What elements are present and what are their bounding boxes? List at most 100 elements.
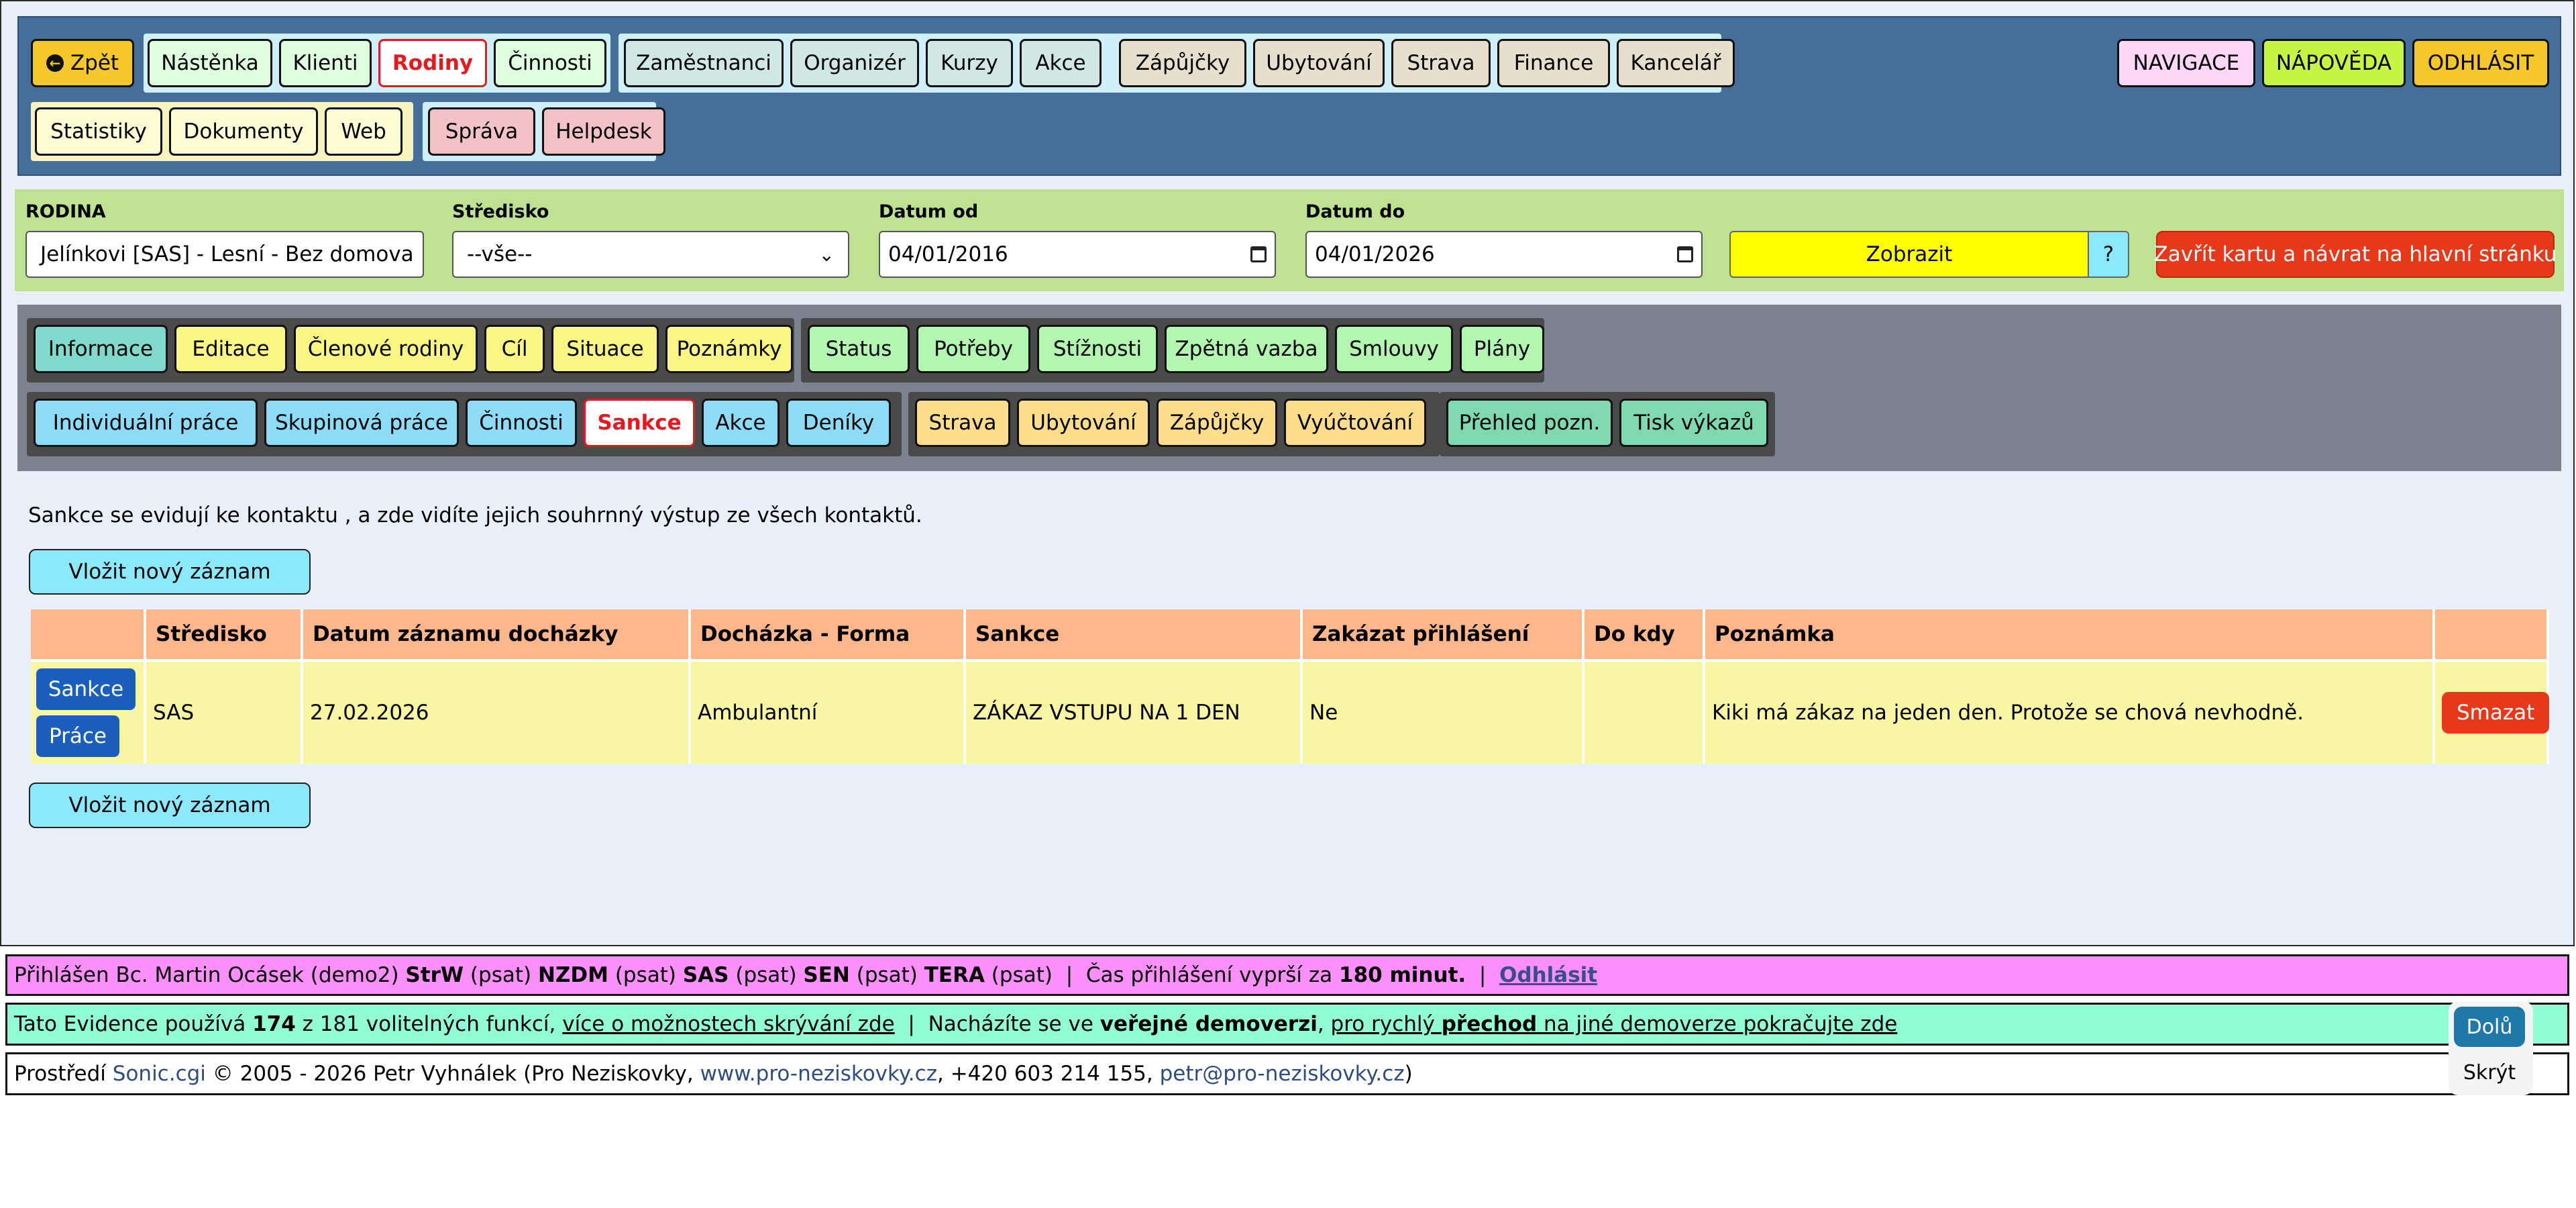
subtab-cinnosti[interactable]: Činnosti	[466, 399, 577, 447]
calendar-icon	[1250, 246, 1267, 262]
demo-bold: veřejné demoverzi	[1099, 1012, 1318, 1036]
subtab-vyuctovani[interactable]: Vyúčtování	[1284, 399, 1426, 447]
cell-do-kdy	[1583, 659, 1705, 764]
sonic-link[interactable]: Sonic.cgi	[112, 1062, 206, 1086]
other-demos-link[interactable]: pro rychlý přechod na jiné demoverze pok…	[1331, 1012, 1898, 1036]
datum-od-field[interactable]: 04/01/2016	[879, 231, 1276, 278]
add-record-button-top[interactable]: Vložit nový záznam	[29, 549, 311, 595]
back-button[interactable]: ← Zpět	[31, 39, 134, 87]
nav-strava[interactable]: Strava	[1391, 39, 1491, 87]
side-controls: Dolů Skrýt	[2449, 1001, 2533, 1095]
logout-button[interactable]: ODHLÁSIT	[2412, 39, 2549, 87]
hiding-options-link[interactable]: více o možnostech skrývání zde	[562, 1012, 895, 1036]
row-prace-button[interactable]: Práce	[36, 715, 119, 757]
nav-rodiny[interactable]: Rodiny	[378, 39, 487, 87]
stredisko-label: Středisko	[452, 201, 549, 222]
role-code: SAS	[682, 963, 729, 987]
delete-button[interactable]: Smazat	[2442, 692, 2550, 734]
nav-akce[interactable]: Akce	[1020, 39, 1102, 87]
subtab-smlouvy[interactable]: Smlouvy	[1335, 325, 1453, 373]
footer-logout-link[interactable]: Odhlásit	[1499, 963, 1598, 987]
subtab-clenove-rodiny[interactable]: Členové rodiny	[294, 325, 478, 373]
col-stredisko: Středisko	[145, 609, 303, 660]
col-datum: Datum záznamu docházky	[302, 609, 691, 660]
nav-klienti[interactable]: Klienti	[279, 39, 372, 87]
col-delete	[2434, 609, 2549, 660]
role-note: (psat)	[470, 963, 532, 987]
website-link[interactable]: www.pro-neziskovky.cz	[700, 1062, 937, 1086]
subtab-akce[interactable]: Akce	[702, 399, 780, 447]
subtab-individualni-prace[interactable]: Individuální práce	[34, 399, 258, 447]
subtab-ubytovani[interactable]: Ubytování	[1017, 399, 1150, 447]
scroll-down-button[interactable]: Dolů	[2454, 1007, 2525, 1047]
subtab-editace[interactable]: Editace	[174, 325, 287, 373]
subtab-informace[interactable]: Informace	[34, 325, 168, 373]
subtab-deniky[interactable]: Deníky	[786, 399, 891, 447]
rodina-field[interactable]: Jelínkovi [SAS] - Lesní - Bez domova	[25, 231, 424, 278]
subtab-prehled-pozn[interactable]: Přehled pozn.	[1446, 399, 1613, 447]
demo-text: Nacházíte se ve	[928, 1012, 1093, 1036]
datum-do-label: Datum do	[1305, 201, 1405, 222]
calendar-icon	[1677, 246, 1693, 262]
cell-zakazat: Ne	[1301, 659, 1585, 764]
subtab-sankce[interactable]: Sankce	[584, 399, 695, 447]
nav-organizer[interactable]: Organizér	[790, 39, 919, 87]
show-button[interactable]: Zobrazit	[1729, 231, 2089, 278]
navigation-button[interactable]: NAVIGACE	[2117, 39, 2255, 87]
subtab-poznamky[interactable]: Poznámky	[665, 325, 793, 373]
table-row: Sankce Práce SAS 27.02.2026 Ambulantní Z…	[31, 659, 2550, 764]
nav-finance[interactable]: Finance	[1497, 39, 1610, 87]
login-prefix: Přihlášen Bc. Martin Ocásek (demo2)	[14, 963, 399, 987]
subtab-stiznosti[interactable]: Stížnosti	[1037, 325, 1158, 373]
top-navigation: ← Zpět Nástěnka Klienti Rodiny Činnosti …	[17, 16, 2561, 176]
nav-kurzy[interactable]: Kurzy	[926, 39, 1013, 87]
datum-od-value: 04/01/2016	[888, 242, 1008, 266]
add-record-button-bottom[interactable]: Vložit nový záznam	[29, 783, 311, 828]
nav-sprava[interactable]: Správa	[428, 107, 535, 156]
nav-cinnosti[interactable]: Činnosti	[494, 39, 606, 87]
nav-statistiky[interactable]: Statistiky	[35, 107, 162, 156]
table-header-row: Středisko Datum záznamu docházky Docházk…	[31, 609, 2549, 660]
nav-kancelar[interactable]: Kancelář	[1617, 39, 1735, 87]
datum-od-label: Datum od	[879, 201, 979, 222]
credits-phone: , +420 603 214 155,	[936, 1062, 1153, 1086]
col-actions	[31, 609, 146, 660]
other-demos-link-c: na jiné demoverze pokračujte zde	[1544, 1012, 1898, 1036]
role-code: StrW	[405, 963, 464, 987]
nav-zamestnanci[interactable]: Zaměstnanci	[624, 39, 784, 87]
help-button[interactable]: NÁPOVĚDA	[2262, 39, 2406, 87]
nav-web[interactable]: Web	[325, 107, 402, 156]
datum-do-field[interactable]: 04/01/2026	[1305, 231, 1703, 278]
filter-help-button[interactable]: ?	[2088, 231, 2129, 278]
col-sankce: Sankce	[965, 609, 1303, 660]
subtab-zapujcky[interactable]: Zápůjčky	[1157, 399, 1277, 447]
separator: |	[1065, 963, 1073, 987]
close-card-button[interactable]: Zavřít kartu a návrat na hlavní stránku	[2154, 231, 2557, 278]
subtab-status[interactable]: Status	[808, 325, 910, 373]
nav-dokumenty[interactable]: Dokumenty	[169, 107, 318, 156]
subtab-potreby[interactable]: Potřeby	[916, 325, 1030, 373]
nav-nastenka[interactable]: Nástěnka	[148, 39, 272, 87]
subtab-cil[interactable]: Cíl	[484, 325, 545, 373]
subtab-skupinova-prace[interactable]: Skupinová práce	[264, 399, 459, 447]
features-total: z 181 volitelných funkcí,	[302, 1012, 556, 1036]
subtab-strava[interactable]: Strava	[915, 399, 1010, 447]
nav-ubytovani[interactable]: Ubytování	[1253, 39, 1385, 87]
col-zakazat: Zakázat přihlášení	[1301, 609, 1585, 660]
cell-stredisko: SAS	[145, 659, 303, 764]
subtab-zpetna-vazba[interactable]: Zpětná vazba	[1165, 325, 1328, 373]
role-code: TERA	[924, 963, 985, 987]
subtab-tisk-vykazu[interactable]: Tisk výkazů	[1619, 399, 1768, 447]
subtab-plany[interactable]: Plány	[1460, 325, 1544, 373]
nav-zapujcky[interactable]: Zápůjčky	[1119, 39, 1246, 87]
nav-helpdesk[interactable]: Helpdesk	[542, 107, 665, 156]
row-sankce-button[interactable]: Sankce	[36, 668, 136, 710]
subtab-situace[interactable]: Situace	[551, 325, 659, 373]
other-demos-link-a: pro rychlý	[1330, 1012, 1435, 1036]
stredisko-select[interactable]: --vše-- ⌄	[452, 231, 849, 278]
email-link[interactable]: petr@pro-neziskovky.cz	[1159, 1062, 1405, 1086]
role-code: NZDM	[537, 963, 608, 987]
rodina-label: RODINA	[25, 201, 106, 222]
login-info-bar: Přihlášen Bc. Martin Ocásek (demo2) StrW…	[5, 954, 2569, 996]
hide-footer-button[interactable]: Skrýt	[2463, 1060, 2516, 1085]
